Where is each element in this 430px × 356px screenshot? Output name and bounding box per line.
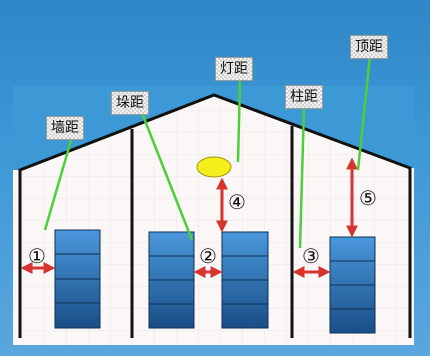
leader-top <box>356 55 372 171</box>
warehouse-grid <box>13 86 414 345</box>
marker-5: ⑤ <box>359 186 377 210</box>
label-stack-distance: 垛距 <box>111 91 149 115</box>
marker-4: ④ <box>228 190 246 214</box>
lamp <box>196 156 232 178</box>
marker-3: ③ <box>302 244 320 268</box>
leader-lamp <box>236 79 242 163</box>
leader-wall <box>43 136 74 231</box>
label-column-distance: 柱距 <box>285 85 323 109</box>
label-top-distance: 顶距 <box>350 35 388 59</box>
stack-3 <box>221 231 269 329</box>
leader-column <box>298 106 306 249</box>
stack-4 <box>329 236 376 334</box>
marker-1: ① <box>28 244 46 268</box>
marker-2: ② <box>199 244 217 268</box>
label-lamp-distance: 灯距 <box>215 57 253 81</box>
sky-left <box>13 86 214 170</box>
roof-outline <box>18 93 412 338</box>
stack-2 <box>148 231 195 329</box>
leader-stack <box>140 112 194 241</box>
stack-1 <box>54 229 101 329</box>
label-wall-distance: 墙距 <box>46 116 84 140</box>
